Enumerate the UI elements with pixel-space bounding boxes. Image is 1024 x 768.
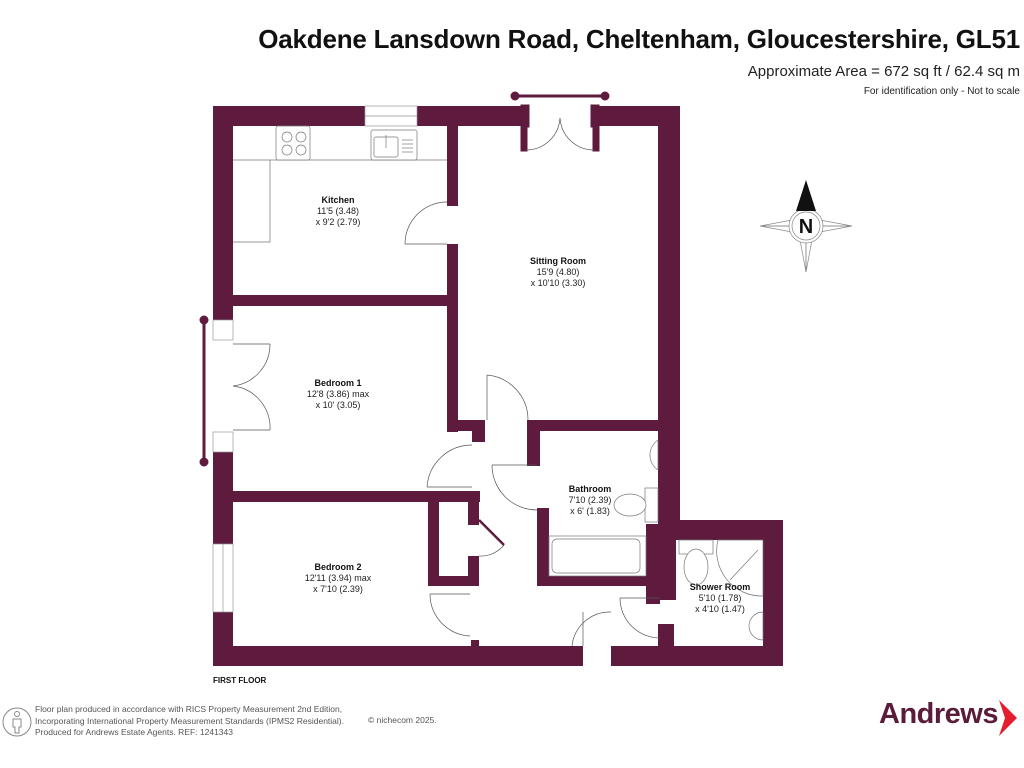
- room-kitchen: Kitchen 11'5 (3.48) x 9'2 (2.79): [316, 195, 361, 228]
- room-name: Kitchen: [321, 195, 355, 205]
- brand-chevron-icon: [999, 700, 1017, 736]
- room-bathroom: Bathroom 7'10 (2.39) x 6' (1.83): [569, 484, 612, 517]
- person-icon: [2, 707, 32, 737]
- room-shower-room: Shower Room 5'10 (1.78) x 4'10 (1.47): [690, 582, 751, 615]
- room-bedroom-2: Bedroom 2 12'11 (3.94) max x 7'10 (2.39): [305, 562, 372, 595]
- room-name: Shower Room: [689, 582, 751, 592]
- footer-line-1: Floor plan produced in accordance with R…: [35, 704, 343, 714]
- room-dim-2: x 4'10 (1.47): [695, 604, 745, 614]
- balcony-rails: [199, 91, 610, 467]
- room-dim-1: 15'9 (4.80): [536, 267, 580, 277]
- footer-line-2: Incorporating International Property Mea…: [35, 715, 344, 726]
- room-bedroom-1: Bedroom 1 12'8 (3.86) max x 10' (3.05): [307, 378, 369, 411]
- room-dim-2: x 7'10 (2.39): [313, 584, 363, 594]
- room-name: Bathroom: [568, 484, 612, 494]
- room-name: Bedroom 1: [314, 378, 362, 388]
- room-sitting-room: Sitting Room 15'9 (4.80) x 10'10 (3.30): [530, 256, 586, 289]
- room-dim-2: x 6' (1.83): [570, 506, 610, 516]
- copyright: © nichecom 2025.: [368, 715, 437, 725]
- room-dim-1: 11'5 (3.48): [316, 206, 360, 216]
- floor-label: FIRST FLOOR: [213, 676, 267, 685]
- bathroom-fittings: [548, 439, 764, 641]
- room-dim-1: 12'8 (3.86) max: [306, 389, 370, 399]
- room-dim-2: x 10'10 (3.30): [530, 278, 586, 288]
- room-dim-2: x 10' (3.05): [315, 400, 361, 410]
- room-name: Bedroom 2: [314, 562, 362, 572]
- room-name: Sitting Room: [530, 256, 586, 266]
- compass-icon: N: [759, 180, 853, 273]
- windows: [212, 105, 418, 613]
- approximate-area: Approximate Area = 672 sq ft / 62.4 sq m: [747, 63, 1020, 80]
- footer-disclaimer: Floor plan produced in accordance with R…: [35, 704, 344, 739]
- property-address-title: Oakdene Lansdown Road, Cheltenham, Glouc…: [258, 24, 1020, 54]
- room-dim-1: 7'10 (2.39): [568, 495, 612, 505]
- identification-note: For identification only - Not to scale: [863, 86, 1020, 97]
- kitchen-fittings: [233, 125, 447, 243]
- brand-logo-text: Andrews: [879, 698, 998, 730]
- room-dim-1: 5'10 (1.78): [698, 593, 742, 603]
- compass-north-label: N: [799, 216, 813, 238]
- walls: [213, 106, 783, 666]
- room-dim-1: 12'11 (3.94) max: [304, 573, 372, 583]
- door-swings: [232, 117, 661, 647]
- room-dim-2: x 9'2 (2.79): [315, 217, 361, 227]
- footer-line-3: Produced for Andrews Estate Agents. REF:…: [35, 727, 233, 737]
